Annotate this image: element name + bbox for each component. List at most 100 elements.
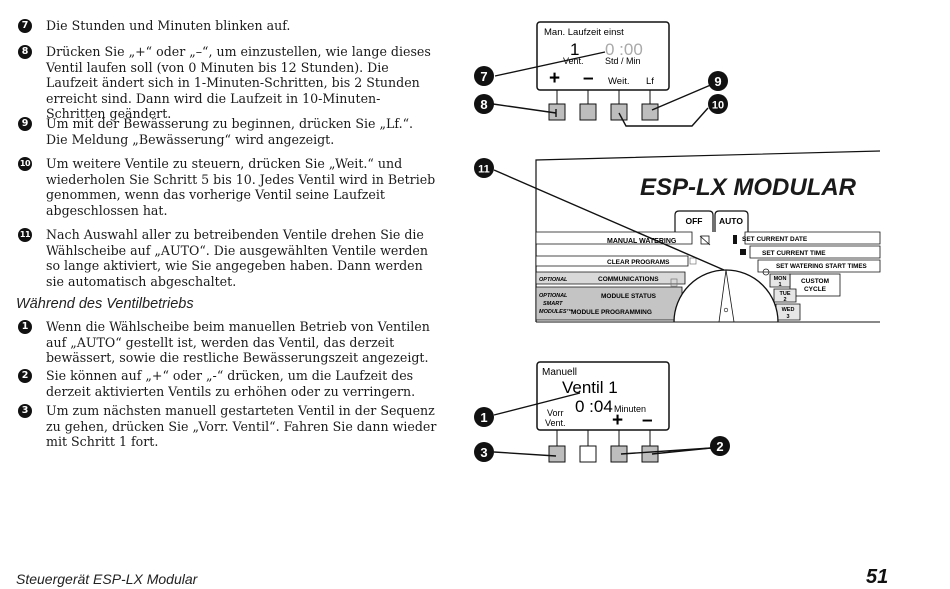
day-number: 3 (786, 314, 789, 320)
day-number: 1 (778, 282, 781, 288)
step-11: 11 Nach Auswahl aller zu betreibenden Ve… (18, 227, 438, 289)
step-2: 2 Sie können auf „+“ oder „-“ drücken, u… (18, 368, 438, 399)
band-clear (535, 255, 689, 267)
callout-9 (708, 71, 728, 91)
step-text: Nach Auswahl aller zu betreibenden Venti… (46, 227, 428, 289)
callout-line (493, 451, 557, 457)
lcd-run: Lf (646, 76, 654, 87)
step-10: 10 Um weitere Ventile zu steuern, drücke… (18, 156, 438, 218)
callout-line (493, 392, 581, 416)
step-text: Um zum nächsten manuell gestarteten Vent… (46, 403, 437, 450)
figure-run-time-display: Man. Laufzeit einst 1 0 :00 Vent. Std / … (474, 21, 728, 127)
lcd-valve-label: Vent. (563, 56, 584, 66)
dial-label: MANUAL WATERING (607, 238, 677, 245)
step-text: Um weitere Ventile zu steuern, drücken S… (46, 156, 436, 218)
callout-line (651, 447, 712, 455)
optional-label: OPTIONAL (539, 277, 568, 283)
band-start-times (757, 259, 881, 273)
modules-label: MODULES™ (539, 309, 572, 315)
callout-1 (474, 407, 494, 427)
day-label: TUE (780, 291, 791, 297)
optional-label: OPTIONAL (539, 293, 568, 299)
custom-label: CUSTOM (801, 278, 829, 285)
step-text: Sie können auf „+“ oder „-“ drücken, um … (46, 368, 416, 399)
step-number: 10 (18, 157, 32, 171)
blank-button[interactable] (579, 445, 597, 463)
step-text: Die Stunden und Minuten blinken auf. (46, 18, 291, 33)
calendar-icon (740, 249, 746, 255)
step-number: 2 (18, 369, 32, 383)
trash-icon (670, 278, 678, 287)
step-7: 7 Die Stunden und Minuten blinken auf. (18, 18, 438, 34)
lcd-valve: Ventil 1 (562, 378, 618, 397)
callout-3 (474, 442, 494, 462)
lcd-time: 0 :04 (575, 397, 613, 416)
callout-line (618, 107, 709, 127)
off-label: OFF (686, 216, 703, 226)
day-number: 2 (783, 297, 786, 303)
callout-label: 8 (480, 97, 487, 112)
lcd-next: Weit. (608, 76, 629, 87)
day-label: WED (782, 307, 795, 313)
dial-label: CLEAR PROGRAMS (607, 259, 670, 266)
step-text: Um mit der Bewässerung zu beginnen, drüc… (46, 116, 414, 147)
lcd-frame (536, 21, 670, 91)
step-text: Drücken Sie „+“ oder „–“, um einzustelle… (46, 44, 431, 122)
callout-label: 9 (714, 74, 721, 89)
off-tab (674, 210, 714, 232)
callout-10 (708, 94, 728, 114)
day-band (769, 273, 791, 288)
callout-label: 1 (480, 410, 487, 425)
callout-7 (474, 66, 494, 86)
minus-button[interactable] (579, 103, 597, 121)
step-text: Wenn die Wählscheibe beim manuellen Betr… (46, 319, 430, 366)
day-label: MON (774, 276, 787, 282)
lcd-time-label: Std / Min (605, 56, 641, 66)
lcd-title: Manuell (542, 367, 577, 378)
step-8: 8 Drücken Sie „+“ oder „–“, um einzustel… (18, 44, 438, 122)
dial-label: SET CURRENT TIME (762, 250, 826, 257)
clock-icon (762, 268, 770, 276)
callout-label: 11 (478, 164, 490, 176)
callout-label: 10 (712, 100, 724, 112)
auto-label: AUTO (719, 216, 743, 226)
lcd-frame (536, 361, 670, 431)
callout-label: 2 (716, 439, 723, 454)
auto-tab (714, 210, 749, 232)
band-date (744, 231, 881, 245)
step-number: 7 (18, 19, 32, 33)
day-band (773, 288, 797, 303)
sprinkler-icon (733, 235, 737, 244)
lcd-plus: + (549, 68, 560, 89)
callout-11 (474, 158, 494, 178)
off-icon (699, 235, 711, 246)
callout-8 (474, 94, 494, 114)
cycle-label: CYCLE (804, 286, 827, 293)
dial-label: MODULE STATUS (601, 293, 657, 300)
lcd-title: Man. Laufzeit einst (544, 27, 624, 38)
dial-label: COMMUNICATIONS (598, 276, 659, 283)
dial-label: MODULE PROGRAMMING (571, 309, 652, 316)
next-button[interactable] (610, 103, 628, 121)
lcd-prev-line2: Vent. (545, 418, 566, 428)
lcd-prev-line1: Vorr (547, 408, 564, 418)
step-number: 11 (18, 228, 32, 242)
band-communications (535, 271, 686, 285)
figure-controller-dial: ESP-LX MODULAR OFF AUTO MANUAL WATERING … (474, 150, 881, 323)
prev-valve-button[interactable] (548, 445, 566, 463)
lcd-time: 0 :00 (605, 40, 643, 59)
smart-label: SMART (543, 301, 563, 307)
section-heading: Während des Ventilbetriebs (16, 296, 194, 312)
band-time (749, 245, 881, 259)
panel-outline (535, 150, 881, 322)
step-1: 1 Wenn die Wählscheibe beim manuellen Be… (18, 319, 438, 366)
step-number: 8 (18, 45, 32, 59)
lcd-valve-number: 1 (570, 40, 579, 59)
step-number: 3 (18, 404, 32, 418)
run-button[interactable] (641, 103, 659, 121)
callout-label: 3 (480, 445, 487, 460)
figure-manual-display: Manuell Ventil 1 0 :04 Minuten Vorr Vent… (474, 361, 730, 463)
callout-line (494, 51, 606, 77)
step-number: 1 (18, 320, 32, 334)
